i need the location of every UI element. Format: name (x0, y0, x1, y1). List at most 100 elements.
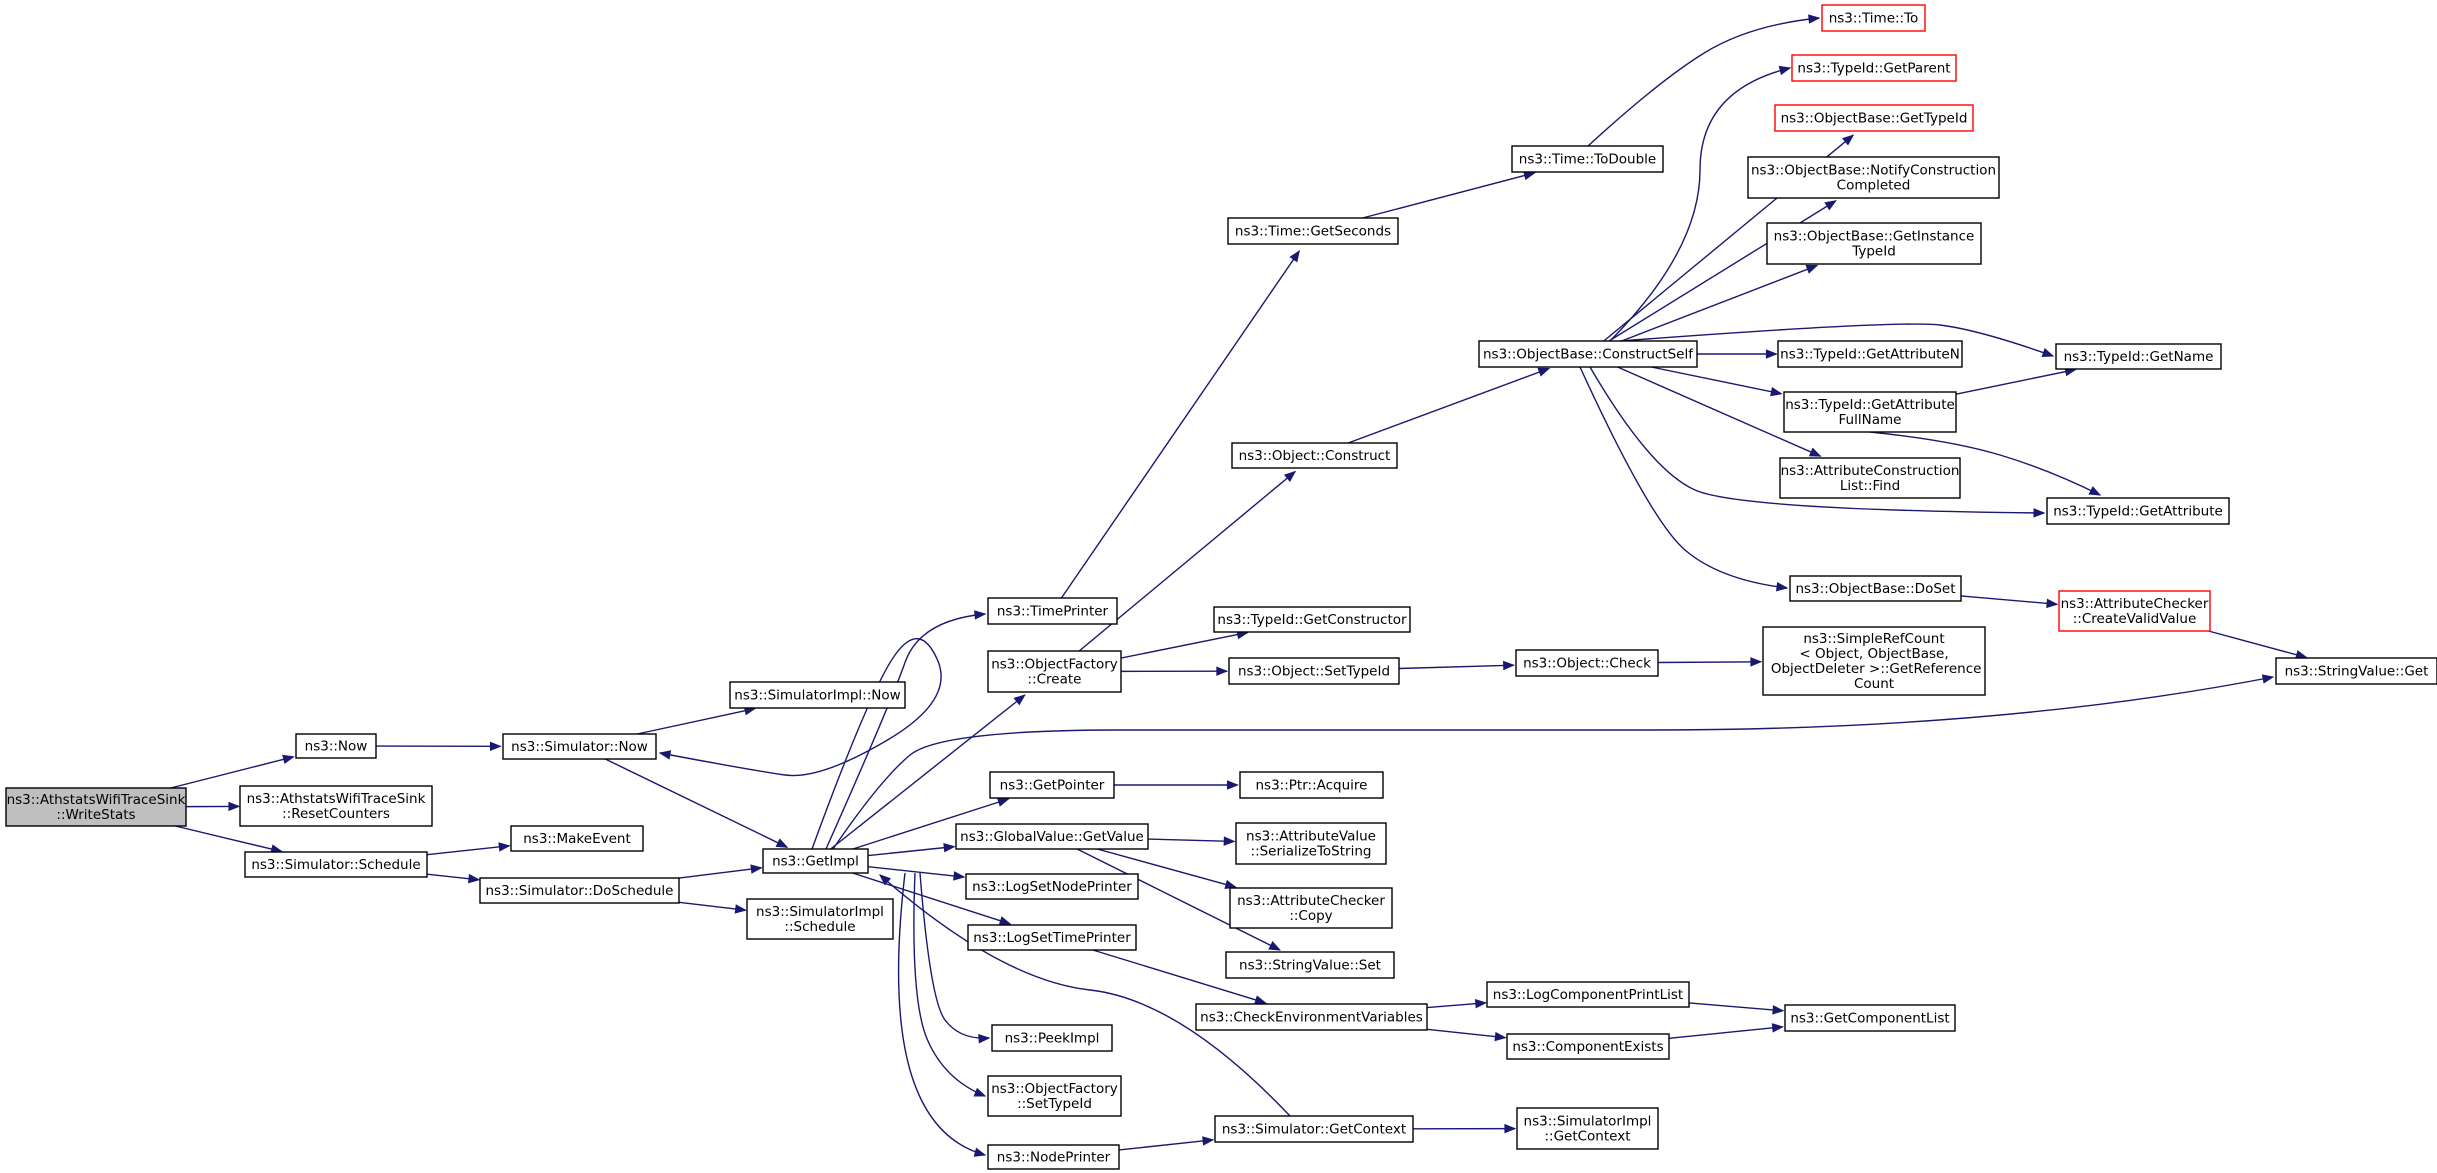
node-box (729, 681, 906, 709)
node-time-to[interactable]: ns3::Time::To (1821, 4, 1926, 32)
node-stringvalue-get[interactable]: ns3::StringValue::Get (2275, 657, 2437, 685)
node-label: ns3::TypeId::GetAttributeN (1780, 347, 1960, 363)
node-nodeprinter[interactable]: ns3::NodePrinter (987, 1144, 1120, 1170)
node-label: ns3::CheckEnvironmentVariables (1200, 1010, 1423, 1026)
node-box (991, 1024, 1113, 1052)
node-box (1229, 887, 1393, 929)
node-objfactory-create[interactable]: ns3::ObjectFactory::Create (987, 650, 1122, 693)
node-peekimpl[interactable]: ns3::PeekImpl (991, 1024, 1113, 1052)
edge-objbase-constructself-to-objbase-doset (1579, 366, 1789, 592)
node-label: ns3::LogComponentPrintList (1493, 987, 1683, 1003)
edge-getimpl-to-stringvalue-get (832, 674, 2275, 850)
node-label: ns3::TimePrinter (997, 604, 1109, 620)
node-stringvalue-set[interactable]: ns3::StringValue::Set (1225, 951, 1395, 979)
node-getcomponentlist[interactable]: ns3::GetComponentList (1784, 1004, 1956, 1032)
node-componentexists[interactable]: ns3::ComponentExists (1506, 1033, 1670, 1060)
node-object-check[interactable]: ns3::Object::Check (1515, 649, 1659, 677)
node-simimpl-getcontext[interactable]: ns3::SimulatorImpl::GetContext (1516, 1107, 1659, 1150)
node-label: ns3::ObjectBase::DoSet (1795, 581, 1955, 597)
node-now[interactable]: ns3::Now (295, 733, 377, 759)
node-label: ns3::ObjectBase::GetTypeId (1781, 111, 1968, 127)
edge-now-to-sim-now (375, 741, 502, 752)
node-box (1225, 951, 1395, 979)
node-sim-schedule[interactable]: ns3::Simulator::Schedule (244, 851, 428, 878)
node-sim-doschedule[interactable]: ns3::Simulator::DoSchedule (479, 877, 680, 904)
node-objbase-doset[interactable]: ns3::ObjectBase::DoSet (1789, 575, 1962, 602)
node-time-todouble[interactable]: ns3::Time::ToDouble (1511, 145, 1664, 173)
node-box (1747, 156, 2000, 199)
node-logcomponentprintlist[interactable]: ns3::LogComponentPrintList (1486, 981, 1690, 1008)
node-label: ns3::MakeEvent (523, 831, 631, 847)
node-globalvalue-getvalue[interactable]: ns3::GlobalValue::GetValue (955, 823, 1149, 850)
edge-objbase-constructself-to-objbase-getinstancetypeid (1621, 264, 1819, 342)
node-box (1784, 1004, 1956, 1032)
node-box (1231, 442, 1398, 469)
node-box (1227, 217, 1399, 245)
node-resetcounters[interactable]: ns3::AthstatsWifiTraceSink::ResetCounter… (239, 785, 433, 827)
node-typeid-getattributen[interactable]: ns3::TypeId::GetAttributeN (1777, 340, 1963, 368)
node-box (2058, 590, 2211, 632)
node-box (1213, 606, 1411, 633)
node-label: ns3::Simulator::Schedule (251, 857, 420, 873)
node-objbase-constructself[interactable]: ns3::ObjectBase::ConstructSelf (1478, 340, 1698, 368)
node-box (479, 877, 680, 904)
node-label: ns3::GetImpl (772, 854, 859, 870)
node-objbase-gettypeid[interactable]: ns3::ObjectBase::GetTypeId (1774, 104, 1974, 132)
node-label: ns3::ObjectFactory::SetTypeId (991, 1081, 1118, 1112)
node-simimpl-schedule[interactable]: ns3::SimulatorImpl::Schedule (746, 898, 894, 940)
node-timeprinter[interactable]: ns3::TimePrinter (987, 597, 1118, 625)
node-box (1779, 457, 1961, 499)
node-objfactory-settypeid[interactable]: ns3::ObjectFactory::SetTypeId (987, 1075, 1122, 1117)
node-checkenv[interactable]: ns3::CheckEnvironmentVariables (1195, 1003, 1428, 1031)
node-simplerefcount[interactable]: ns3::SimpleRefCount< Object, ObjectBase,… (1762, 626, 1986, 696)
node-typeid-getattribute[interactable]: ns3::TypeId::GetAttribute (2046, 497, 2230, 525)
node-getpointer[interactable]: ns3::GetPointer (989, 771, 1115, 799)
edge-objbase-constructself-to-typeid-getattributefullname (1651, 366, 1783, 397)
node-sim-now[interactable]: ns3::Simulator::Now (502, 733, 657, 760)
node-label: ns3::SimpleRefCount< Object, ObjectBase,… (1767, 631, 1982, 692)
node-logsettimeprinter[interactable]: ns3::LogSetTimePrinter (967, 924, 1137, 951)
node-attrchecker-copy[interactable]: ns3::AttributeChecker::Copy (1229, 887, 1393, 929)
node-getimpl[interactable]: ns3::GetImpl (762, 848, 869, 874)
edge-root-to-resetcounters (185, 801, 241, 812)
node-typeid-getname[interactable]: ns3::TypeId::GetName (2055, 343, 2222, 370)
node-label: ns3::Object::Construct (1239, 448, 1391, 464)
node-box (510, 825, 644, 852)
node-label: ns3::AttributeValue::SerializeToString (1246, 829, 1376, 860)
node-label: ns3::AttributeChecker::Copy (1237, 893, 1385, 924)
edge-root-to-sim-schedule (175, 825, 283, 854)
node-simimpl-now[interactable]: ns3::SimulatorImpl::Now (729, 681, 906, 709)
node-object-settypeid[interactable]: ns3::Object::SetTypeId (1228, 657, 1400, 685)
node-box (502, 733, 657, 760)
node-attrchecker-createvalidvalue[interactable]: ns3::AttributeChecker::CreateValidValue (2058, 590, 2211, 632)
node-attrvalue-serialize[interactable]: ns3::AttributeValue::SerializeToString (1235, 822, 1387, 865)
node-box (1515, 649, 1659, 677)
node-label: ns3::SimulatorImpl::Now (734, 688, 900, 704)
node-logsetnodeprinter[interactable]: ns3::LogSetNodePrinter (965, 873, 1139, 900)
node-box (2046, 497, 2230, 525)
node-time-getseconds[interactable]: ns3::Time::GetSeconds (1227, 217, 1399, 245)
node-typeid-getconstructor[interactable]: ns3::TypeId::GetConstructor (1213, 606, 1411, 633)
node-label: ns3::Time::ToDouble (1519, 152, 1656, 168)
node-box (1228, 657, 1400, 685)
node-box (1478, 340, 1698, 368)
node-root[interactable]: ns3::AthstatsWifiTraceSink::WriteStats (5, 787, 187, 827)
node-object-construct[interactable]: ns3::Object::Construct (1231, 442, 1398, 469)
node-label: ns3::NodePrinter (997, 1150, 1111, 1166)
node-box (1789, 575, 1962, 602)
node-ptr-acquire[interactable]: ns3::Ptr::Acquire (1239, 771, 1384, 799)
edge-objbase-constructself-to-typeid-getname (1619, 323, 2055, 357)
node-box (955, 823, 1149, 850)
node-typeid-getparent[interactable]: ns3::TypeId::GetParent (1791, 54, 1957, 82)
edge-sim-now-to-simimpl-now (637, 706, 757, 735)
node-label: ns3::ObjectFactory::Create (991, 657, 1118, 688)
node-sim-getcontext[interactable]: ns3::Simulator::GetContext (1214, 1115, 1414, 1143)
edge-getimpl-to-objfactory-create (830, 694, 1026, 850)
node-makeevent[interactable]: ns3::MakeEvent (510, 825, 644, 852)
